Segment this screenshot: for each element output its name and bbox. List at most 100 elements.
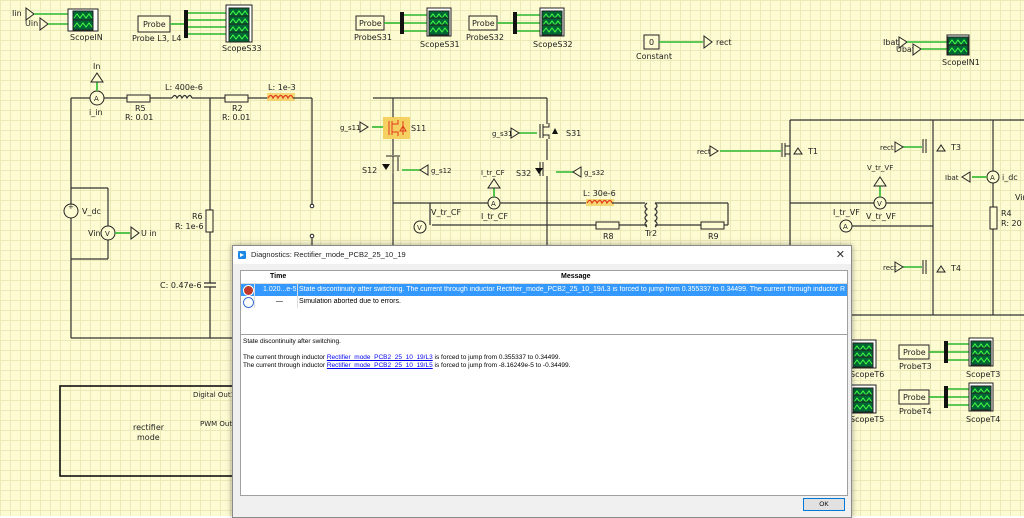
scope-in-block[interactable]: Iin Uin ScopeIN: [12, 7, 103, 42]
row-time: 1.020...e-5: [263, 286, 296, 293]
r8-name: R8: [603, 232, 614, 241]
i-in-label: i_in: [89, 108, 103, 117]
uin-label: Uin: [25, 19, 38, 28]
probe-t3-block[interactable]: Probe ProbeT3: [898, 341, 970, 371]
scope-in1-block[interactable]: Ibat Ubat ScopeIN1: [883, 34, 980, 67]
i-tr-cf-out-label: I_tr_CF: [481, 169, 505, 177]
svg-text:V: V: [417, 224, 422, 232]
inductor-l5-link[interactable]: Rectifier_mode_PCB2_25_10_19/L5: [326, 362, 433, 369]
vin-right-label: Vin: [1015, 193, 1024, 202]
scope-s32-label: ScopeS32: [533, 40, 573, 49]
scope-s31-block[interactable]: ScopeS31: [420, 7, 460, 49]
switch-t1-diode-icon: [793, 147, 803, 155]
r6-name: R6: [192, 212, 203, 221]
probe-t4-label: ProbeT4: [899, 407, 932, 416]
probe-block-text: Probe: [143, 20, 166, 29]
g-s11-label: g_s11: [340, 124, 361, 132]
rectifier-mode-subsystem[interactable]: rectifier mode Digital Out1 PWM Out: [59, 385, 241, 477]
svg-text:V: V: [105, 230, 110, 238]
g-s32-label: g_s32: [584, 169, 605, 177]
table-row[interactable]: — Simulation aborted due to errors.: [241, 296, 847, 308]
port-digital-out1: Digital Out1: [193, 391, 235, 399]
scope-s33-block[interactable]: ScopeS33: [222, 4, 262, 53]
v-tr-vf-out-label: V_tr_VF: [867, 164, 893, 172]
ubat-label: Ubat: [896, 45, 915, 54]
scope-t4-block[interactable]: ScopeT4: [966, 382, 1000, 424]
scope-s32-block[interactable]: ScopeS32: [533, 7, 573, 49]
s31-label: S31: [566, 129, 581, 138]
scope-s31-label: ScopeS31: [420, 40, 460, 49]
rect-output-port-icon: [703, 35, 713, 49]
row-message: Simulation aborted due to errors.: [299, 298, 401, 305]
l1-value: L: 400e-6: [165, 83, 203, 92]
probe-t4-block[interactable]: Probe ProbeT4: [898, 386, 970, 416]
app-icon: [238, 251, 246, 259]
scope-t5-label: ScopeT5: [850, 415, 884, 424]
l3-value: L: 1e-3: [268, 83, 296, 92]
i-tr-cf-label: I_tr_CF: [481, 212, 508, 221]
constant-block[interactable]: 0 Constant rect: [636, 34, 732, 61]
r5-value: R: 0.01: [125, 113, 153, 122]
probe-l3-l4-block[interactable]: Probe Probe L3, L4: [132, 10, 228, 43]
svg-text:+: +: [68, 203, 74, 211]
switch-t3-diode-icon: [936, 144, 946, 152]
diagnostics-dialog: Diagnostics: Rectifier_mode_PCB2_25_10_1…: [232, 245, 852, 518]
v-tr-cf-label: V_tr_CF: [431, 208, 461, 217]
details-line-1-suffix: is forced to jump from 0.355337 to 0.344…: [432, 354, 561, 361]
dialog-titlebar[interactable]: Diagnostics: Rectifier_mode_PCB2_25_10_1…: [233, 246, 851, 264]
column-header-message[interactable]: Message: [561, 273, 591, 280]
r4-name: R4: [1001, 209, 1012, 218]
error-icon: [243, 285, 254, 296]
switch-s12-diode-icon: [382, 164, 390, 170]
scope-t6-label: ScopeT6: [850, 370, 884, 379]
row-time: —: [276, 298, 283, 305]
r9-name: R9: [708, 232, 719, 241]
ok-button[interactable]: OK: [803, 498, 845, 511]
t1-label: T1: [807, 147, 818, 156]
t4-label: T4: [950, 264, 961, 273]
scope-t3-label: ScopeT3: [966, 370, 1000, 379]
voltmeter-v-tr-cf-icon: [413, 220, 427, 234]
resistor-r8-icon: [595, 221, 620, 230]
diagnostics-table: Time Message 1.020...e-5 State discontin…: [240, 270, 848, 342]
table-row[interactable]: 1.020...e-5 State discontinuity after sw…: [241, 284, 847, 296]
dc-source-icon: [63, 203, 79, 219]
svg-text:A: A: [843, 223, 848, 231]
subsystem-label-1: rectifier: [133, 423, 165, 432]
details-line-1-prefix: The current through inductor: [243, 354, 327, 361]
in-label: In: [93, 62, 100, 71]
close-icon[interactable]: ✕: [835, 249, 845, 261]
probe-s32-block[interactable]: Probe ProbeS32: [466, 12, 541, 42]
resistor-r5-icon: [126, 94, 151, 103]
g-s12-label: g_s12: [431, 167, 452, 175]
switch-t4-diode-icon: [936, 265, 946, 273]
v-dc-label: V_dc: [82, 207, 101, 216]
inductor-l3-link[interactable]: Rectifier_mode_PCB2_25_10_19/L3: [326, 354, 433, 361]
svg-text:V: V: [877, 200, 882, 208]
r4-value: R: 20: [1001, 219, 1022, 228]
probe-s31-block[interactable]: Probe ProbeS31: [354, 12, 428, 42]
scope-t5-block[interactable]: ScopeT5: [849, 384, 884, 424]
r2-name: R2: [232, 104, 243, 113]
probe-l3-l4-label: Probe L3, L4: [132, 34, 181, 43]
transformer-section: A V I_tr_CF I_tr_CF V_tr_CF L: 30e-6 R8 …: [393, 169, 729, 241]
details-line-2: The current through inductor Rectifier_m…: [243, 362, 570, 369]
inductor-l3-icon: [267, 94, 294, 100]
scope-in1-label: ScopeIN1: [942, 58, 980, 67]
details-heading: State discontinuity after switching.: [243, 338, 341, 345]
i-dc-label: i_dc: [1002, 173, 1018, 182]
u-in-label: U in: [141, 229, 157, 238]
t4-gate-label: rect: [883, 264, 897, 272]
iin-label: Iin: [12, 9, 22, 18]
column-header-time[interactable]: Time: [270, 273, 287, 280]
scope-t3-block[interactable]: ScopeT3: [966, 337, 1000, 379]
probe-s31-text: Probe: [359, 19, 382, 28]
switch-s11-icon: [383, 117, 410, 139]
inductor-l5-icon: [586, 199, 613, 205]
rect-output-label: rect: [716, 38, 732, 47]
svg-text:A: A: [94, 95, 99, 103]
full-bridge-t: rect T1 rect T3 V V_tr_VF V_tr_VF A I_tr…: [697, 119, 1024, 316]
scope-t6-block[interactable]: ScopeT6: [849, 339, 884, 379]
constant-label: Constant: [636, 52, 672, 61]
